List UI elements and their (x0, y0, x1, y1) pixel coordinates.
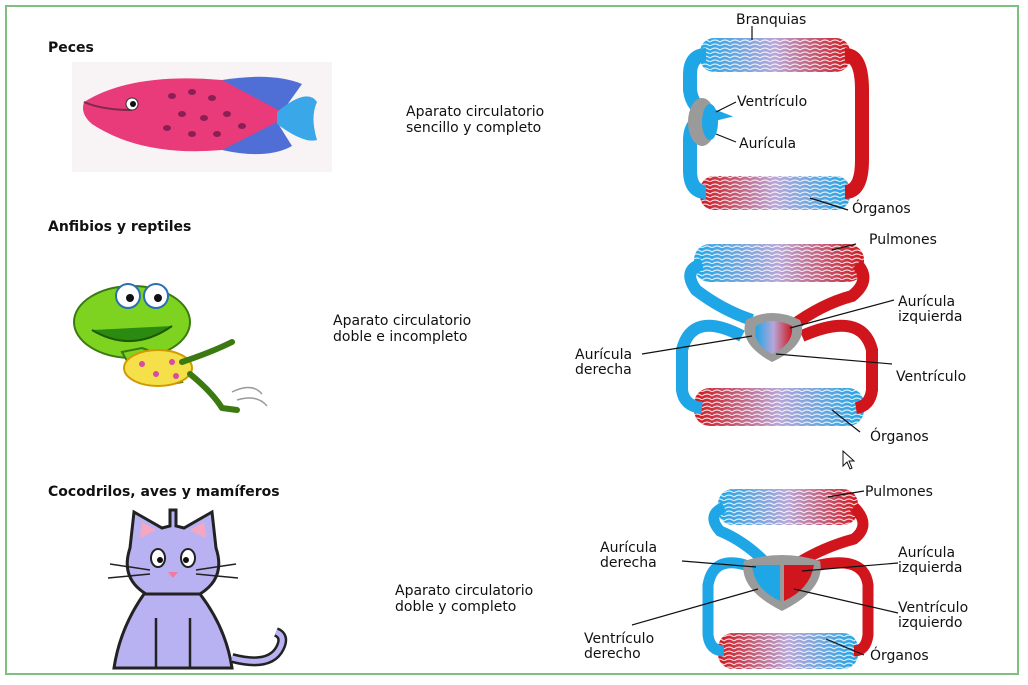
label-auricula-izq-cocodrilos: Aurícula izquierda (898, 545, 963, 576)
frog-illustration (73, 283, 268, 413)
label-ventriculo-peces: Ventrículo (737, 94, 808, 110)
page-frame (5, 5, 1019, 675)
label-ventriculo-izq-cocodrilos: Ventrículo izquierdo (898, 600, 969, 631)
label-ventriculo-der-cocodrilos: Ventrículo derecho (584, 631, 655, 662)
label-auricula-der-cocodrilos: Aurícula derecha (600, 540, 658, 571)
label-auricula-izq-anfibios: Aurícula izquierda (898, 294, 963, 325)
section-title-anfibios: Anfibios y reptiles (48, 219, 192, 235)
diagram-cocodrilos (631, 489, 899, 669)
description-peces: Aparato circulatorio sencillo y completo (406, 104, 545, 136)
label-pulmones-cocodrilos: Pulmones (865, 484, 933, 500)
section-title-cocodrilos: Cocodrilos, aves y mamíferos (48, 484, 280, 500)
diagram-anfibios (641, 243, 895, 433)
label-ventriculo-anfibios: Ventrículo (896, 369, 967, 385)
label-branquias: Branquias (736, 12, 807, 28)
mouse-cursor-icon (842, 449, 856, 470)
label-auricula-der-anfibios: Aurícula derecha (575, 347, 633, 378)
label-organos-anfibios: Órganos (870, 429, 929, 445)
diagram-peces (683, 26, 869, 211)
fish-illustration (72, 62, 332, 172)
cat-illustration (107, 508, 288, 670)
mammal-heart (743, 555, 821, 611)
label-organos-cocodrilos: Órganos (870, 648, 929, 664)
label-pulmones-anfibios: Pulmones (869, 232, 937, 248)
label-auricula-peces: Aurícula (739, 136, 797, 152)
description-anfibios: Aparato circulatorio doble e incompleto (333, 313, 472, 345)
description-cocodrilos: Aparato circulatorio doble y completo (395, 583, 534, 615)
section-title-peces: Peces (48, 40, 94, 56)
label-organos-peces: Órganos (852, 201, 911, 217)
